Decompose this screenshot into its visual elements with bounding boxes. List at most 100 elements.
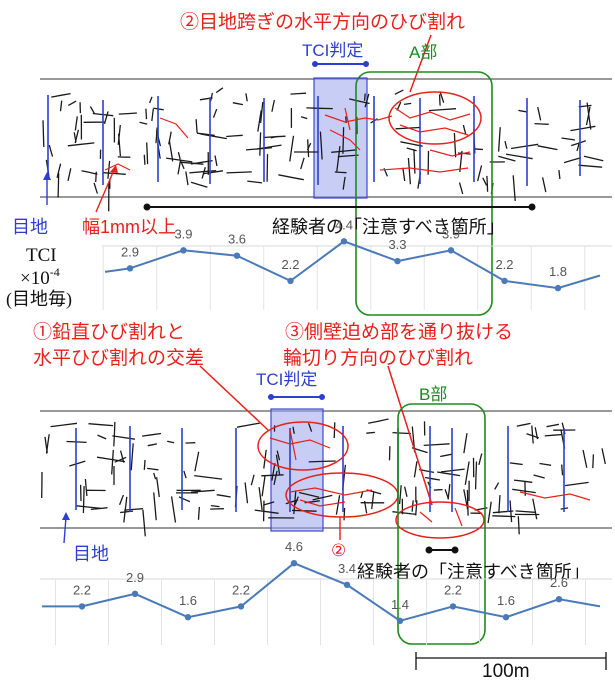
- crack-line: [69, 460, 86, 467]
- crack-line: [84, 478, 88, 497]
- crack-line: [118, 494, 125, 506]
- crack-line: [462, 124, 467, 135]
- crack-line: [57, 173, 60, 198]
- tci-value-label: 3.9: [174, 226, 192, 241]
- crack-line: [459, 150, 463, 173]
- crack-line: [244, 482, 249, 504]
- crack-line: [107, 160, 111, 179]
- tci-value-label: 2.2: [73, 582, 91, 597]
- note-1-pointer: [199, 365, 269, 431]
- top-crack-ellipse: [388, 91, 482, 145]
- crack-line: [534, 122, 549, 125]
- crack-line: [403, 486, 408, 497]
- crack-line: [541, 177, 547, 193]
- crack-line: [544, 433, 563, 437]
- crack-line: [292, 426, 295, 434]
- crack-line: [433, 488, 443, 491]
- crack-line: [93, 182, 99, 194]
- tci-point: [184, 614, 192, 621]
- crack-line: [463, 433, 468, 454]
- crack-line: [342, 127, 345, 154]
- crack-line: [273, 470, 278, 486]
- crack-line: [537, 106, 542, 121]
- tci-axis-line3: (目地毎): [6, 289, 72, 310]
- crack-line: [254, 509, 279, 514]
- crack-line: [185, 171, 189, 186]
- tci-point: [396, 617, 404, 624]
- crack-line: [498, 495, 501, 514]
- crack-line: [103, 172, 126, 175]
- crack-line: [236, 422, 260, 428]
- width-note-pointer: [95, 169, 115, 213]
- tci-exponent: -4: [50, 265, 60, 279]
- crack-line: [494, 482, 500, 490]
- tci-value-label: 2.9: [126, 570, 144, 585]
- tci-value-label: 2.2: [444, 582, 462, 597]
- note-3-pointer: [387, 365, 433, 506]
- crack-line: [438, 94, 441, 106]
- crack-line: [189, 169, 217, 174]
- tci-point: [447, 247, 455, 254]
- tci-value-label: 2.9: [121, 244, 139, 259]
- tci-value-label: 3.9: [442, 226, 460, 241]
- crack-line: [464, 461, 470, 485]
- top-tci-label: TCI判定: [302, 41, 363, 60]
- crack-line: [214, 155, 218, 167]
- crack-line: [276, 450, 281, 461]
- crack-line: [120, 510, 134, 514]
- crack-line: [565, 481, 589, 487]
- tci-value-label: 3.3: [388, 237, 406, 252]
- crack-line: [413, 461, 418, 478]
- tci-point: [180, 247, 187, 254]
- crack-line: [177, 152, 181, 160]
- crack-line: [561, 464, 564, 476]
- tci-value-label: 4.6: [285, 539, 303, 554]
- crack-line: [392, 431, 411, 435]
- crack-line: [513, 479, 533, 483]
- crack-line: [167, 440, 175, 444]
- circle-2-label: ②: [331, 541, 346, 560]
- part-b-box: [397, 403, 486, 645]
- bottom-red-cracks: [269, 429, 591, 527]
- crack-line: [147, 443, 158, 447]
- crack-line: [82, 485, 85, 514]
- bottom-joint-pointer: [63, 516, 67, 544]
- crack-line: [257, 110, 262, 132]
- crack-line: [512, 488, 536, 494]
- crack-line: [155, 127, 158, 144]
- crack-line: [532, 498, 538, 520]
- crack-line: [578, 104, 592, 108]
- part-a-label: A部: [409, 43, 437, 62]
- tci-value-label: 1.6: [179, 593, 197, 608]
- crack-line: [582, 449, 588, 468]
- tci-point: [340, 238, 348, 245]
- bottom-tci-bracket-end: [268, 394, 274, 400]
- crack-line: [95, 171, 97, 183]
- crack-line: [570, 125, 596, 132]
- crack-line: [45, 434, 50, 454]
- crack-line: [360, 491, 364, 499]
- crack-line: [151, 108, 155, 122]
- crack-line: [74, 116, 78, 131]
- tci-series-line: [42, 562, 601, 622]
- tci-point: [449, 603, 457, 610]
- crack-line: [504, 140, 508, 149]
- crack-line: [298, 491, 320, 498]
- top-chart-grid: [102, 246, 586, 310]
- crack-line: [289, 135, 295, 162]
- crack-line: [487, 501, 492, 524]
- crack-line: [271, 462, 276, 481]
- crack-line: [336, 146, 341, 172]
- crack-line: [583, 155, 604, 162]
- crack-line: [170, 496, 177, 523]
- crack-line: [400, 141, 423, 147]
- crack-line: [74, 129, 80, 144]
- crack-line: [333, 422, 336, 439]
- crack-line: [76, 505, 102, 510]
- crack-line: [364, 93, 370, 108]
- tci-value-label: 2.6: [550, 575, 568, 590]
- crack-line: [263, 501, 275, 506]
- crack-line: [439, 91, 445, 103]
- tci-point: [343, 581, 351, 588]
- crack-line: [403, 102, 412, 106]
